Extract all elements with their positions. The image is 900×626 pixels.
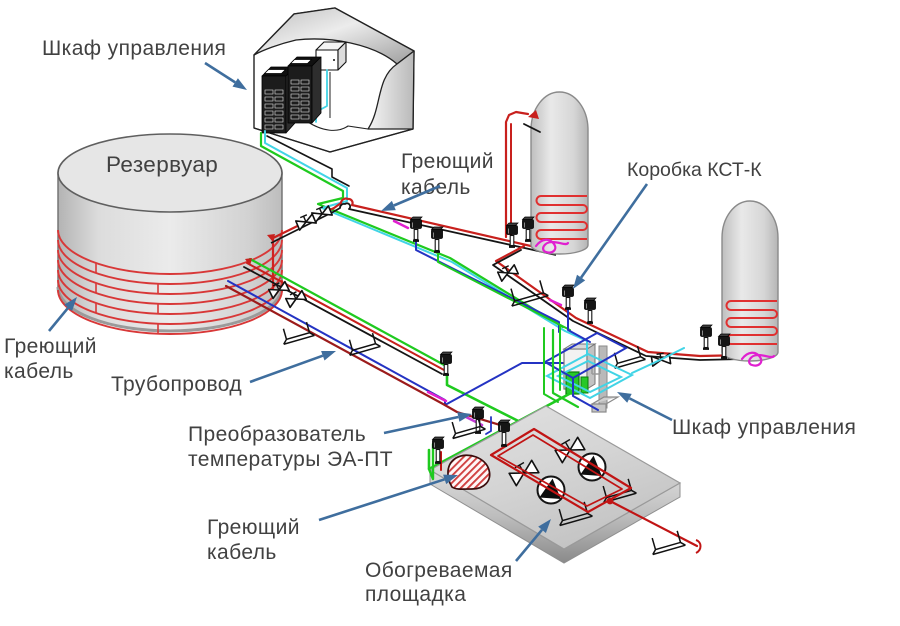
svg-text:Шкаф управления: Шкаф управления <box>672 416 856 439</box>
svg-text:площадка: площадка <box>365 583 466 606</box>
svg-text:Преобразователь: Преобразователь <box>188 423 366 446</box>
svg-text:кабель: кабель <box>207 541 277 564</box>
svg-text:Коробка КСТ-К: Коробка КСТ-К <box>627 159 762 181</box>
svg-text:Греющий: Греющий <box>207 516 300 539</box>
svg-text:Резервуар: Резервуар <box>106 152 218 177</box>
svg-text:кабель: кабель <box>4 360 74 383</box>
svg-text:Греющий: Греющий <box>401 150 494 173</box>
svg-text:Шкаф управления: Шкаф управления <box>42 37 226 60</box>
svg-text:Обогреваемая: Обогреваемая <box>365 559 513 582</box>
svg-text:Трубопровод: Трубопровод <box>111 373 242 396</box>
svg-text:температуры ЭА-ПТ: температуры ЭА-ПТ <box>188 448 393 471</box>
svg-text:Греющий: Греющий <box>4 335 97 358</box>
